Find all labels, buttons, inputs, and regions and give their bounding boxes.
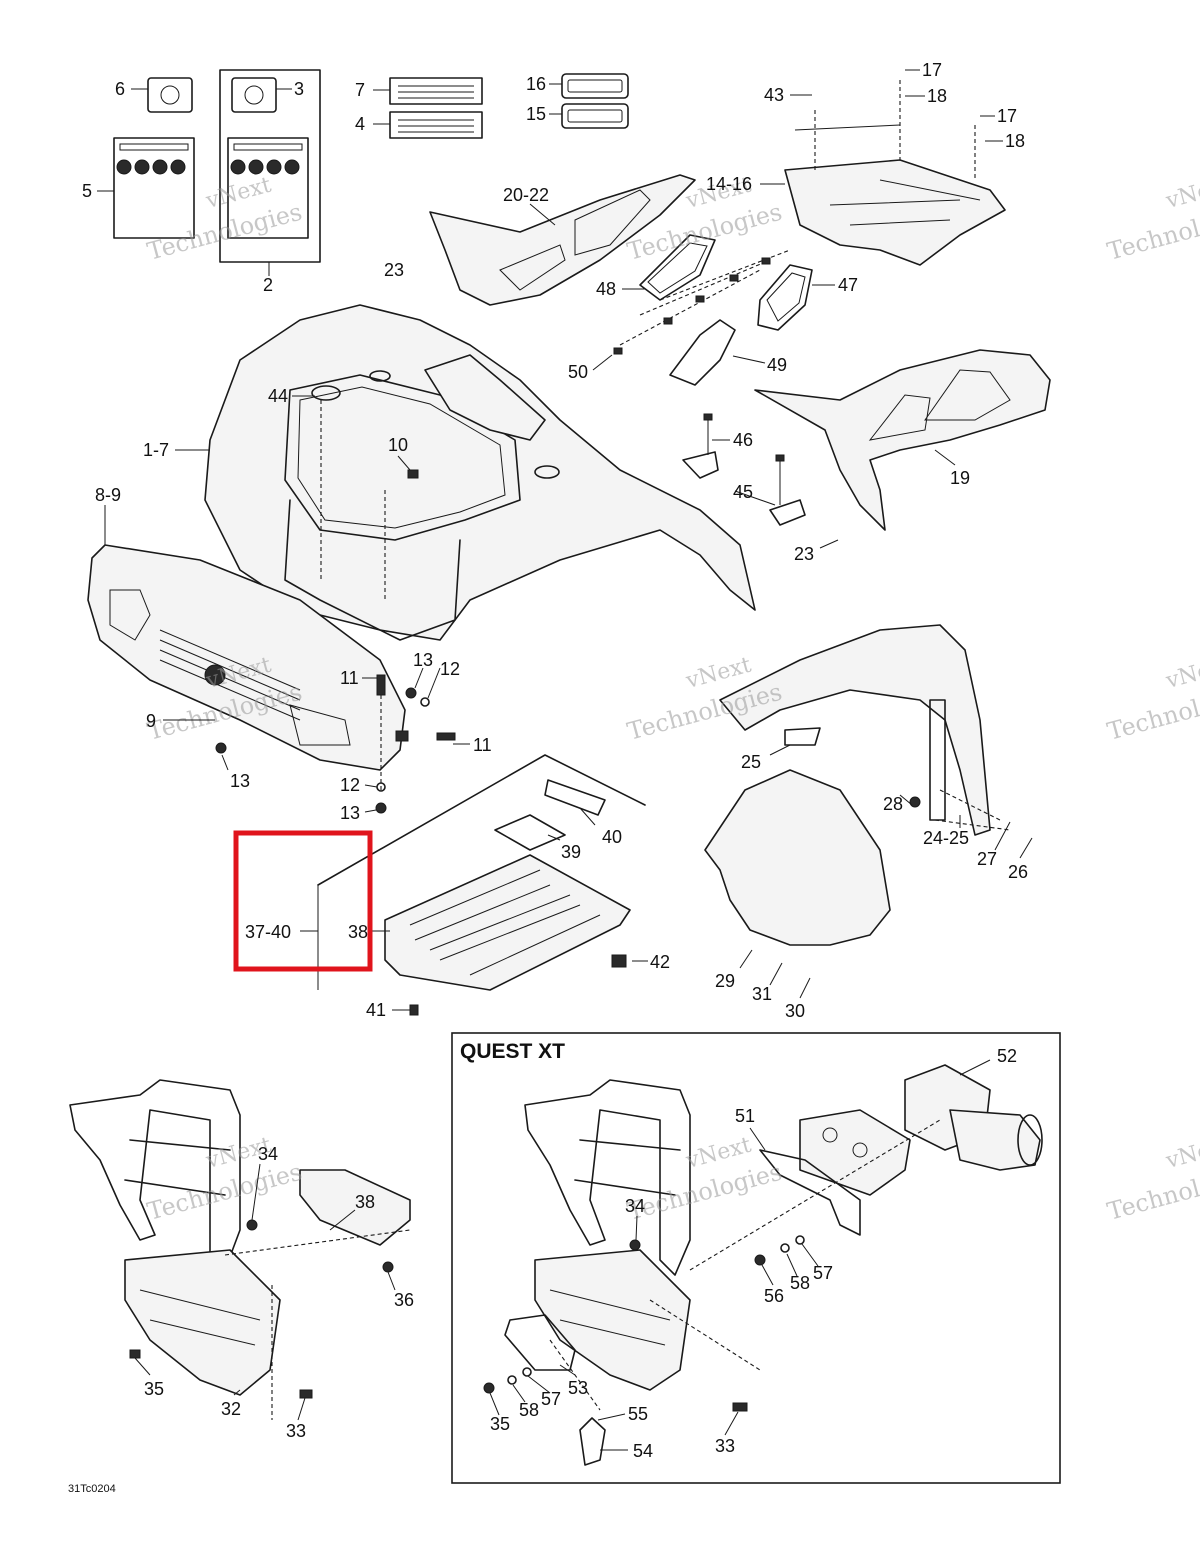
part-label: 47 bbox=[838, 275, 858, 295]
part-label: 24-25 bbox=[923, 828, 969, 848]
part-label: 1-7 bbox=[143, 440, 169, 460]
part-label: 52 bbox=[997, 1046, 1017, 1066]
part-label: 25 bbox=[741, 752, 761, 772]
part-label: 36 bbox=[394, 1290, 414, 1310]
part-label: 6 bbox=[115, 79, 125, 99]
part-label: 38 bbox=[348, 922, 368, 942]
part-label: 28 bbox=[883, 794, 903, 814]
part-label: 55 bbox=[628, 1404, 648, 1424]
part-label: 27 bbox=[977, 849, 997, 869]
part-label: 43 bbox=[764, 85, 784, 105]
part-label: 34 bbox=[258, 1144, 278, 1164]
part-label: 40 bbox=[602, 827, 622, 847]
part-label: 51 bbox=[735, 1106, 755, 1126]
inner-fender-right bbox=[704, 624, 1011, 946]
part-label: 23 bbox=[384, 260, 404, 280]
front-rack-winch bbox=[483, 1064, 1043, 1466]
part-label: 13 bbox=[230, 771, 250, 791]
part-label: 9 bbox=[146, 711, 156, 731]
fasteners bbox=[215, 674, 456, 814]
part-label: 57 bbox=[541, 1389, 561, 1409]
quest-xt-inset-frame bbox=[451, 1032, 1061, 1484]
part-label: 44 bbox=[268, 386, 288, 406]
part-label: 32 bbox=[221, 1399, 241, 1419]
part-label: 26 bbox=[1008, 862, 1028, 882]
part-label: 10 bbox=[388, 435, 408, 455]
part-label: 23 bbox=[794, 544, 814, 564]
part-label: 8-9 bbox=[95, 485, 121, 505]
side-panel-left bbox=[429, 174, 696, 306]
part-label: 13 bbox=[413, 650, 433, 670]
part-label: 5 bbox=[82, 181, 92, 201]
part-label: 50 bbox=[568, 362, 588, 382]
part-label: 12 bbox=[340, 775, 360, 795]
part-label: 7 bbox=[355, 80, 365, 100]
part-label: 4 bbox=[355, 114, 365, 134]
part-label: 11 bbox=[473, 735, 492, 755]
part-label: 48 bbox=[596, 279, 616, 299]
part-label: 15 bbox=[526, 104, 546, 124]
part-label: 18 bbox=[927, 86, 947, 106]
brackets bbox=[682, 413, 806, 526]
part-label: 57 bbox=[813, 1263, 833, 1283]
part-label: 29 bbox=[715, 971, 735, 991]
part-label: 34 bbox=[625, 1196, 645, 1216]
side-panel-right bbox=[754, 349, 1051, 531]
part-label: 42 bbox=[650, 952, 670, 972]
part-label: 56 bbox=[764, 1286, 784, 1306]
part-label: 11 bbox=[340, 668, 359, 688]
part-label: 58 bbox=[790, 1273, 810, 1293]
watermark-line-1: vNext bbox=[1163, 173, 1200, 215]
part-label: 45 bbox=[733, 482, 753, 502]
part-label: 46 bbox=[733, 430, 753, 450]
part-label: 53 bbox=[568, 1378, 588, 1398]
part-label: 18 bbox=[1005, 131, 1025, 151]
inset-title: QUEST XT bbox=[460, 1040, 565, 1063]
part-label: 30 bbox=[785, 1001, 805, 1021]
part-label: 54 bbox=[633, 1441, 653, 1461]
part-label: 33 bbox=[715, 1436, 735, 1456]
rear-rack-part bbox=[784, 80, 1006, 266]
part-label: 38 bbox=[355, 1192, 375, 1212]
headlight-bezels bbox=[613, 234, 813, 386]
part-label: 2 bbox=[263, 275, 273, 295]
watermark-line-1: vNext bbox=[1163, 653, 1200, 695]
figure-code: 31Tc0204 bbox=[68, 1483, 116, 1495]
front-rack-left bbox=[69, 1079, 411, 1420]
part-label: 17 bbox=[997, 106, 1017, 126]
part-label: 19 bbox=[950, 468, 970, 488]
part-label: 31 bbox=[752, 984, 772, 1004]
part-label: 14-16 bbox=[706, 174, 752, 194]
highlight-box bbox=[233, 830, 373, 972]
decal-group bbox=[113, 69, 629, 263]
part-label: 35 bbox=[490, 1414, 510, 1434]
part-label: 13 bbox=[340, 803, 360, 823]
part-label: 12 bbox=[440, 659, 460, 679]
front-fender-main bbox=[204, 304, 756, 641]
front-bumper bbox=[87, 544, 409, 771]
part-label: 39 bbox=[561, 842, 581, 862]
part-label: 58 bbox=[519, 1400, 539, 1420]
watermark-line-1: vNext bbox=[1163, 1133, 1200, 1175]
part-labels: 6 3 7 4 16 15 43 17 18 17 18 5 2 20-22 1… bbox=[82, 60, 1028, 1461]
part-label: 20-22 bbox=[503, 185, 549, 205]
part-label: 49 bbox=[767, 355, 787, 375]
skid-plate bbox=[317, 754, 646, 1016]
part-label: 17 bbox=[922, 60, 942, 80]
part-label: 16 bbox=[526, 74, 546, 94]
part-label: 33 bbox=[286, 1421, 306, 1441]
leader-lines bbox=[97, 69, 1033, 1451]
part-label: 41 bbox=[366, 1000, 386, 1020]
part-label-highlighted: 37-40 bbox=[245, 922, 291, 942]
part-label: 3 bbox=[294, 79, 304, 99]
part-label: 35 bbox=[144, 1379, 164, 1399]
